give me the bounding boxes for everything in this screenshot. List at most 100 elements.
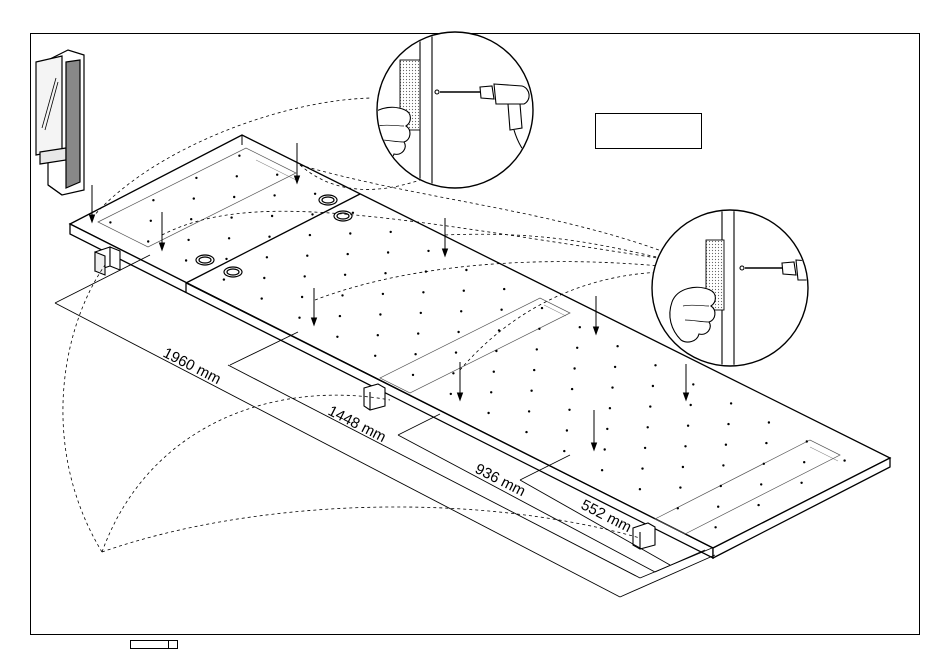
pilot-hole — [190, 218, 192, 220]
pilot-hole — [463, 290, 465, 292]
dim-936: 936 mm — [472, 460, 528, 500]
dimension-label-1448: 1448 mm — [325, 402, 388, 446]
pilot-hole — [757, 504, 759, 506]
pilot-hole — [304, 275, 306, 277]
pilot-hole — [263, 277, 265, 279]
pilot-hole — [185, 259, 187, 261]
pilot-hole — [152, 199, 154, 201]
pilot-hole — [563, 450, 565, 452]
pilot-hole — [639, 488, 641, 490]
pilot-hole — [261, 297, 263, 299]
pilot-hole — [730, 402, 732, 404]
pilot-hole — [268, 236, 270, 238]
pilot-hole — [528, 410, 530, 412]
pilot-hole — [652, 385, 654, 387]
pilot-hole — [493, 371, 495, 373]
pilot-hole — [614, 366, 616, 368]
pilot-hole — [606, 428, 608, 430]
pilot-hole — [611, 386, 613, 388]
pilot-hole — [236, 175, 238, 177]
pilot-hole — [379, 313, 381, 315]
pilot-hole — [571, 388, 573, 390]
pilot-hole — [760, 483, 762, 485]
pilot-hole — [109, 221, 111, 223]
pilot-hole — [422, 291, 424, 293]
pilot-hole — [273, 194, 275, 196]
pilot-hole — [573, 367, 575, 369]
pilot-hole — [450, 393, 452, 395]
pilot-hole — [266, 256, 268, 258]
pilot-hole — [500, 309, 502, 311]
pilot-hole — [604, 448, 606, 450]
pilot-hole — [306, 255, 308, 257]
pilot-hole — [720, 485, 722, 487]
pilot-hole — [223, 278, 225, 280]
pilot-hole — [601, 469, 603, 471]
pilot-hole — [579, 326, 581, 328]
pilot-hole — [344, 274, 346, 276]
pilot-hole — [457, 331, 459, 333]
pilot-hole — [490, 391, 492, 393]
pilot-hole — [195, 177, 197, 179]
pilot-hole — [455, 351, 457, 353]
pilot-hole — [377, 334, 379, 336]
pilot-hole — [225, 258, 227, 260]
pilot-hole — [525, 431, 527, 433]
pilot-hole — [374, 355, 376, 357]
footer-strip — [130, 640, 178, 649]
pilot-hole — [538, 328, 540, 330]
pilot-hole — [347, 253, 349, 255]
pilot-hole — [420, 312, 422, 314]
pilot-hole — [298, 317, 300, 319]
pilot-hole — [314, 193, 316, 195]
dimension-label-1960: 1960 mm — [160, 344, 223, 388]
footer-strip-tick — [168, 641, 169, 648]
dim-1960: 1960 mm — [160, 344, 223, 388]
pilot-hole — [147, 240, 149, 242]
pilot-hole — [339, 315, 341, 317]
pilot-hole — [687, 425, 689, 427]
pilot-hole — [714, 526, 716, 528]
pilot-hole — [566, 429, 568, 431]
pilot-hole — [349, 232, 351, 234]
pilot-hole — [803, 461, 805, 463]
pilot-hole — [341, 294, 343, 296]
pilot-hole — [460, 310, 462, 312]
pilot-hole — [382, 293, 384, 295]
pilot-hole — [384, 272, 386, 274]
pilot-hole — [271, 215, 273, 217]
pilot-hole — [576, 347, 578, 349]
pilot-hole — [495, 350, 497, 352]
pilot-hole — [616, 345, 618, 347]
dimension-label-936: 936 mm — [472, 460, 528, 500]
pilot-hole — [390, 231, 392, 233]
pilot-hole — [387, 251, 389, 253]
pilot-hole — [609, 407, 611, 409]
pilot-hole — [806, 440, 808, 442]
pilot-hole — [722, 464, 724, 466]
pilot-hole — [427, 250, 429, 252]
pilot-hole — [717, 506, 719, 508]
pilot-hole — [765, 442, 767, 444]
pilot-hole — [301, 296, 303, 298]
pilot-hole — [193, 197, 195, 199]
pilot-hole — [684, 445, 686, 447]
pilot-hole — [725, 444, 727, 446]
pilot-hole — [487, 412, 489, 414]
cabinet-icon — [36, 50, 84, 195]
pilot-hole — [412, 374, 414, 376]
pilot-hole — [530, 390, 532, 392]
pilot-hole — [682, 466, 684, 468]
pilot-hole — [568, 409, 570, 411]
dim-1448: 1448 mm — [325, 402, 388, 446]
pilot-hole — [692, 383, 694, 385]
pilot-hole — [763, 463, 765, 465]
detail-circle-top — [365, 20, 540, 210]
pilot-hole — [452, 372, 454, 374]
pilot-hole — [690, 404, 692, 406]
pilot-hole — [541, 307, 543, 309]
pilot-hole — [465, 269, 467, 271]
pilot-hole — [311, 213, 313, 215]
pilot-hole — [228, 237, 230, 239]
